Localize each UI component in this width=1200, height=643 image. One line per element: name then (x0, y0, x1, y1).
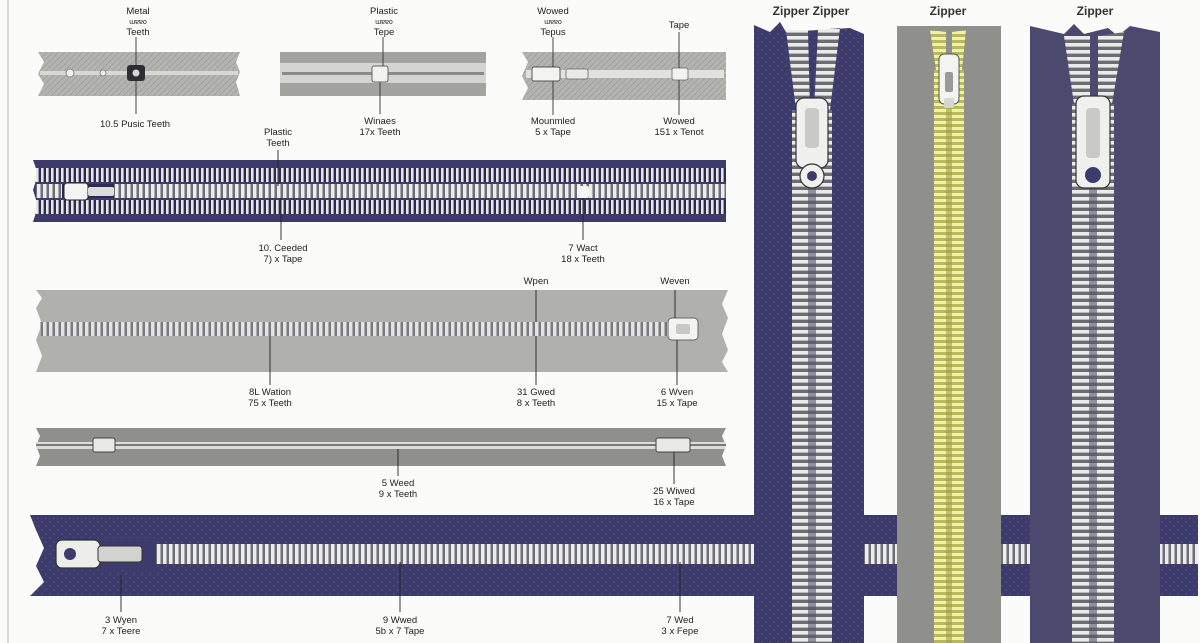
label-metal-bottom: 10.5 Pusic Teeth (100, 119, 170, 130)
navy-zipper-labels: Plastic Teeth 10. Ceeded 7) x Tape 7 Wac… (258, 127, 604, 265)
vertical-titles: Zipper Zipper Zipper Zipper (773, 4, 1114, 18)
vertical-zipper-yellow (897, 26, 1001, 643)
label-woven-bottom-1: Mounmled (531, 116, 575, 127)
label-metal-top-3: Teeth (126, 27, 149, 38)
small-sample-plastic (280, 37, 486, 114)
label-navy-left-1: 10. Ceeded (258, 243, 307, 254)
thin-zipper (36, 428, 726, 484)
gray-zipper (36, 290, 728, 385)
label-woven-top-1: Wowed (537, 6, 569, 17)
label-gray-bottom-1a: 8L Wation (249, 387, 291, 398)
title-vertical-3: Zipper (1077, 4, 1114, 18)
label-thin-2a: 25 Wiwed (653, 486, 695, 497)
thin-zipper-labels: 5 Weed 9 x Teeth 25 Wiwed 16 x Tape (379, 478, 695, 508)
title-vertical-1: Zipper Zipper (773, 4, 850, 18)
label-bottom-1a: 3 Wyen (105, 615, 137, 626)
label-bottom-3a: 7 Wed (666, 615, 693, 626)
bottom-zipper-labels: 3 Wyen 7 x Teere 9 Wwed 5b x 7 Tape 7 We… (102, 615, 699, 637)
gray-zipper-labels: Wpen Weven 8L Wation 75 x Teeth 31 Gwed … (248, 276, 697, 409)
label-thin-1b: 9 x Teeth (379, 489, 417, 500)
label-bottom-2a: 9 Wwed (383, 615, 417, 626)
label-gray-bottom-3b: 15 x Tape (656, 398, 697, 409)
label-navy-right-2: 18 x Teeth (561, 254, 605, 265)
label-plastic-top-3: Tepe (374, 27, 395, 38)
label-woven-bottom-2: 5 x Tape (535, 127, 571, 138)
label-thin-2b: 16 x Tape (653, 497, 694, 508)
label-woven-top-3: Tepus (540, 27, 566, 38)
label-plastic-top-2: ɯɐɐo (375, 19, 393, 26)
label-navy-top-1: Plastic (264, 127, 292, 138)
label-bottom-2b: 5b x 7 Tape (376, 626, 425, 637)
label-gray-bottom-2b: 8 x Teeth (517, 398, 555, 409)
bottom-zipper (30, 515, 1198, 612)
label-metal-top-2: ɯɐɐo (129, 19, 147, 26)
label-gray-bottom-1b: 75 x Teeth (248, 398, 292, 409)
label-metal-top-1: Metal (126, 6, 149, 17)
title-vertical-2: Zipper (930, 4, 967, 18)
label-gray-top-3: Weven (660, 276, 689, 287)
navy-zipper (33, 150, 726, 240)
label-navy-left-2: 7) x Tape (264, 254, 303, 265)
label-tape-bottom-2: 151 x Tenot (655, 127, 704, 138)
label-tape-top: Tape (669, 20, 690, 31)
label-navy-right-1: 7 Wact (568, 243, 598, 254)
label-thin-1a: 5 Weed (382, 478, 415, 489)
label-gray-bottom-3a: 6 Wven (661, 387, 693, 398)
small-sample-labels: Metal ɯɐɐo Teeth 10.5 Pusic Teeth Plasti… (100, 6, 704, 138)
label-plastic-bottom-2: 17x Teeth (359, 127, 400, 138)
vertical-zipper-slate (1030, 24, 1160, 643)
label-navy-top-2: Teeth (266, 138, 289, 149)
label-gray-top-2: Wpen (524, 276, 549, 287)
vertical-zipper-navy (754, 22, 864, 643)
label-plastic-top-1: Plastic (370, 6, 398, 17)
label-tape-bottom-1: Wowed (663, 116, 695, 127)
label-gray-bottom-2a: 31 Gwed (517, 387, 555, 398)
label-woven-top-2: ɯɐɐo (544, 19, 562, 26)
small-sample-woven (522, 32, 726, 115)
label-bottom-3b: 3 x Fepe (662, 626, 699, 637)
label-plastic-bottom-1: Winaes (364, 116, 396, 127)
small-sample-metal (38, 37, 240, 114)
label-bottom-1b: 7 x Teere (102, 626, 141, 637)
